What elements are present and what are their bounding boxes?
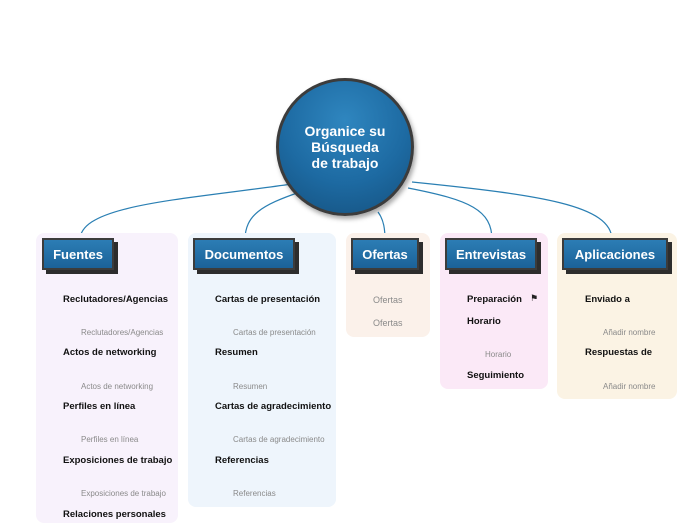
topic-entrevistas[interactable]: Entrevistas	[445, 238, 537, 270]
topic-documentos[interactable]: Documentos	[193, 238, 295, 270]
connector-aplicaciones	[411, 181, 613, 241]
documentos-item[interactable]: Cartas de agradecimiento	[215, 401, 332, 412]
documentos-subitem[interactable]: Cartas de presentación	[233, 328, 316, 337]
central-topic[interactable]: Organice su Búsqueda de trabajo	[276, 78, 414, 216]
topic-aplicaciones[interactable]: Aplicaciones	[562, 238, 668, 270]
topic-entrevistas-label: Entrevistas	[455, 246, 527, 262]
topic-ofertas[interactable]: Ofertas	[351, 238, 419, 270]
documentos-item[interactable]: Cartas de presentación	[215, 294, 321, 305]
documentos-item[interactable]: Resumen	[215, 347, 258, 358]
fuentes-panel	[36, 233, 178, 523]
aplicaciones-item[interactable]: Respuestas de	[585, 347, 653, 358]
documentos-subitem[interactable]: Cartas de agradecimiento	[233, 435, 325, 444]
entrevistas-item[interactable]: Preparación	[467, 294, 522, 305]
topic-aplicaciones-label: Aplicaciones	[574, 246, 656, 262]
aplicaciones-subitem[interactable]: Añadir nombre	[603, 382, 656, 391]
topic-fuentes-label: Fuentes	[53, 246, 103, 262]
aplicaciones-item[interactable]: Enviado a	[585, 294, 630, 305]
aplicaciones-subitem[interactable]: Añadir nombre	[603, 328, 656, 337]
entrevistas-subitem[interactable]: Horario	[485, 350, 512, 359]
fuentes-item[interactable]: Reclutadores/Agencias	[63, 294, 169, 305]
fuentes-subitem[interactable]: Reclutadores/Agencias	[81, 328, 164, 337]
documentos-panel	[188, 233, 336, 507]
fuentes-subitem[interactable]: Exposiciones de trabajo	[81, 489, 166, 498]
connector-fuentes	[79, 183, 293, 241]
fuentes-item[interactable]: Actos de networking	[63, 347, 157, 358]
entrevistas-item[interactable]: Seguimiento	[467, 370, 525, 381]
fuentes-item[interactable]: Exposiciones de trabajo	[63, 455, 173, 466]
fuentes-subitem[interactable]: Actos de networking	[81, 382, 154, 391]
fuentes-item[interactable]: Relaciones personales	[63, 509, 166, 520]
topic-documentos-label: Documentos	[204, 246, 284, 262]
flag-icon: ⚑	[530, 293, 539, 303]
documentos-item[interactable]: Referencias	[215, 455, 269, 466]
connector-entrevistas	[407, 187, 493, 241]
entrevistas-item[interactable]: Horario	[467, 316, 501, 327]
topic-ofertas-label: Ofertas	[362, 246, 408, 262]
ofertas-subitem[interactable]: Ofertas	[373, 318, 403, 328]
ofertas-subitem[interactable]: Ofertas	[373, 295, 403, 305]
fuentes-subitem[interactable]: Perfiles en línea	[81, 435, 139, 444]
central-topic-label: Organice su Búsqueda de trabajo	[304, 123, 386, 171]
fuentes-item[interactable]: Perfiles en línea	[63, 401, 136, 412]
documentos-subitem[interactable]: Referencias	[233, 489, 276, 498]
connector-documentos	[244, 191, 301, 241]
topic-fuentes[interactable]: Fuentes	[42, 238, 114, 270]
documentos-subitem[interactable]: Resumen	[233, 382, 268, 391]
